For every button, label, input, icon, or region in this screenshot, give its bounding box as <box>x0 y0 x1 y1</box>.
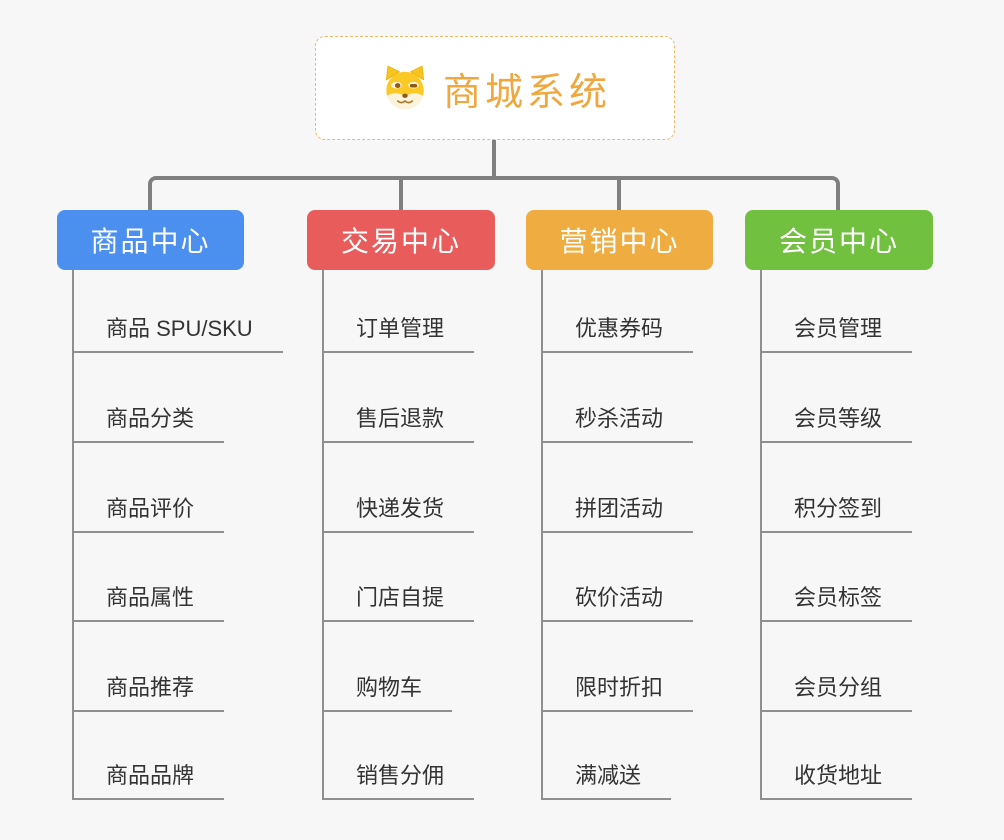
leaf-item[interactable]: 售后退款 <box>322 399 475 443</box>
leaf-item[interactable]: 商品品牌 <box>72 756 225 800</box>
leaf-item[interactable]: 商品评价 <box>72 489 225 533</box>
leaf-item[interactable]: 拼团活动 <box>541 489 694 533</box>
leaf-item[interactable]: 积分签到 <box>760 489 913 533</box>
root-node-mall-system[interactable]: 商城系统 <box>315 36 675 140</box>
leaf-item[interactable]: 购物车 <box>322 668 453 712</box>
branch-label: 交易中心 <box>340 226 461 257</box>
branch-node-member-center[interactable]: 会员中心 <box>745 210 933 270</box>
leaf-item[interactable]: 满减送 <box>541 756 672 800</box>
leaf-column-marketing-center: 优惠券码 秒杀活动 拼团活动 砍价活动 限时折扣 满减送 <box>541 270 781 800</box>
leaf-item[interactable]: 砍价活动 <box>541 578 694 622</box>
leaf-item[interactable]: 订单管理 <box>322 309 475 353</box>
doge-face-icon <box>385 65 425 110</box>
leaf-column-member-center: 会员管理 会员等级 积分签到 会员标签 会员分组 收货地址 <box>760 270 1000 800</box>
branch-node-trade-center[interactable]: 交易中心 <box>307 210 495 270</box>
branch-label: 营销中心 <box>559 226 680 257</box>
branch-label: 商品中心 <box>90 226 211 257</box>
leaf-item[interactable]: 优惠券码 <box>541 309 694 353</box>
branch-node-product-center[interactable]: 商品中心 <box>57 210 244 270</box>
connector-drop-trade <box>399 178 403 210</box>
leaf-item[interactable]: 收货地址 <box>760 756 913 800</box>
leaf-item[interactable]: 秒杀活动 <box>541 399 694 443</box>
leaf-item[interactable]: 商品分类 <box>72 399 225 443</box>
leaf-item[interactable]: 会员等级 <box>760 399 913 443</box>
leaf-item[interactable]: 会员标签 <box>760 578 913 622</box>
branch-label: 会员中心 <box>778 226 899 257</box>
leaf-item[interactable]: 销售分佣 <box>322 756 475 800</box>
connector-drop-marketing <box>617 178 621 210</box>
branch-node-marketing-center[interactable]: 营销中心 <box>526 210 713 270</box>
connector-bus <box>148 176 840 210</box>
leaf-item[interactable]: 限时折扣 <box>541 668 694 712</box>
leaf-item[interactable]: 会员管理 <box>760 309 913 353</box>
root-title: 商城系统 <box>442 71 611 114</box>
leaf-column-product-center: 商品 SPU/SKU 商品分类 商品评价 商品属性 商品推荐 商品品牌 <box>72 270 312 800</box>
leaf-item[interactable]: 商品 SPU/SKU <box>72 309 283 353</box>
leaf-column-trade-center: 订单管理 售后退款 快递发货 门店自提 购物车 销售分佣 <box>322 270 562 800</box>
leaf-item[interactable]: 商品推荐 <box>72 668 225 712</box>
connector-root-stem <box>492 140 496 178</box>
leaf-item[interactable]: 快递发货 <box>322 489 475 533</box>
leaf-item[interactable]: 门店自提 <box>322 578 475 622</box>
leaf-item[interactable]: 商品属性 <box>72 578 225 622</box>
leaf-item[interactable]: 会员分组 <box>760 668 913 712</box>
